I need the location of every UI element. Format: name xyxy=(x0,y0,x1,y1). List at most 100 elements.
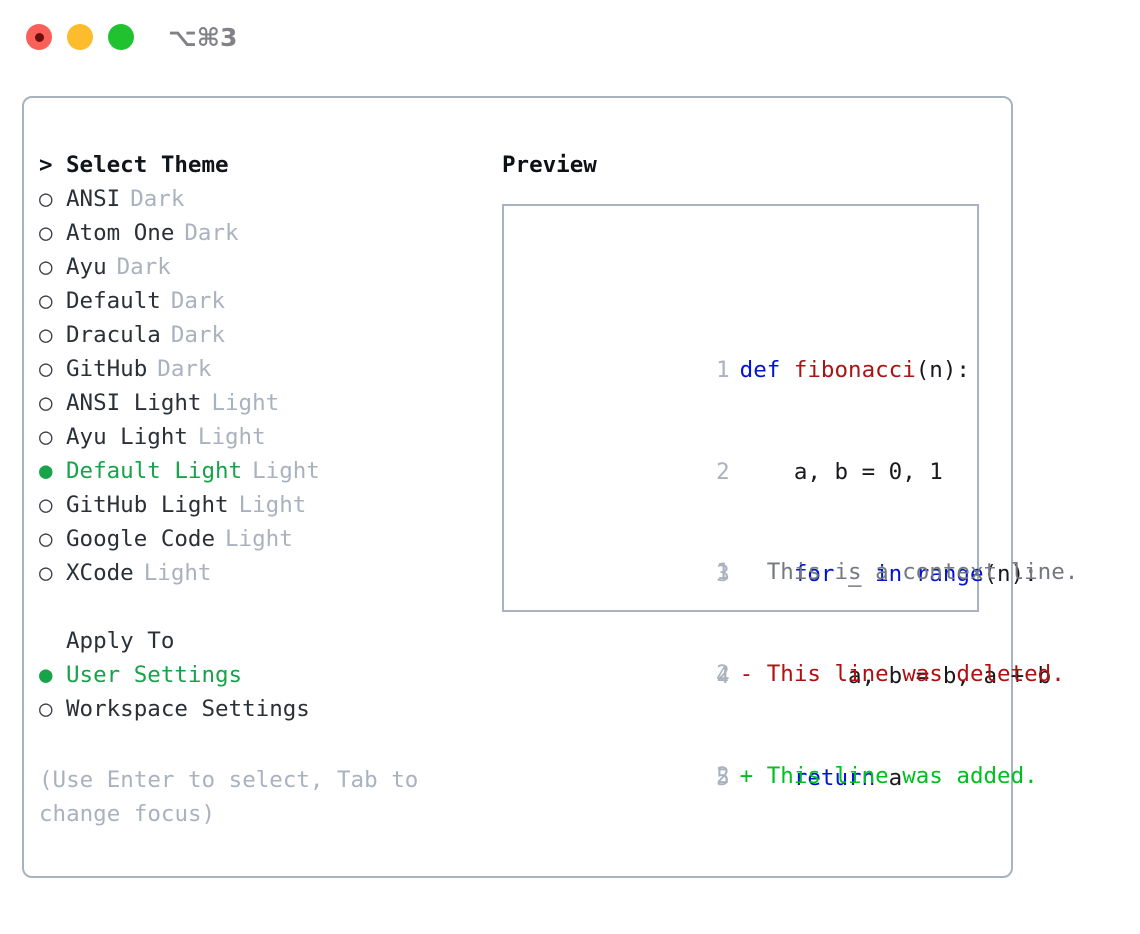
token-plain: a, b = b, a + b xyxy=(848,663,1052,689)
diff-gap xyxy=(753,661,767,687)
token-builtin: range xyxy=(915,561,984,587)
diff-text: This line was added. xyxy=(766,763,1038,789)
apply-to-option-label: User Settings xyxy=(66,662,243,688)
theme-name: GitHub xyxy=(66,356,148,382)
diff-sign xyxy=(740,559,754,585)
diff-gap xyxy=(753,763,767,789)
code-sample: 1 def fibonacci(n): 2 a, b = 0, 1 3 for _… xyxy=(518,251,1051,829)
apply-to-user-settings[interactable]: ● User Settings xyxy=(39,658,479,692)
radio-unselected-icon[interactable]: ○ xyxy=(39,696,53,722)
theme-item-default-dark[interactable]: ○ Default Dark xyxy=(39,284,479,318)
theme-mode-label: Dark xyxy=(116,254,171,280)
diff-line-added: 2+ This line was added. xyxy=(518,725,1078,789)
line-number: 3 xyxy=(716,561,730,587)
radio-selected-icon[interactable]: ● xyxy=(39,662,53,688)
theme-item-dracula-dark[interactable]: ○ Dracula Dark xyxy=(39,318,479,352)
caret-icon: > xyxy=(39,152,53,178)
line-number: 1 xyxy=(716,357,730,383)
diff-line-deleted: 2- This line was deleted. xyxy=(518,623,1078,687)
token-keyword: def xyxy=(739,357,781,383)
theme-item-google-code[interactable]: ○ Google Code Light xyxy=(39,522,479,556)
theme-mode-label: Light xyxy=(252,458,320,484)
theme-item-xcode[interactable]: ○ XCode Light xyxy=(39,556,479,590)
theme-item-ansi-dark[interactable]: ○ ANSI Dark xyxy=(39,182,479,216)
theme-name: Google Code xyxy=(66,526,216,552)
radio-unselected-icon[interactable]: ○ xyxy=(39,220,53,246)
code-line: 3 for _ in range(n): xyxy=(518,523,1051,587)
theme-mode-label: Light xyxy=(238,492,307,518)
theme-name: Ayu xyxy=(66,254,107,280)
line-number: 2 xyxy=(716,661,730,687)
diff-text: This line was deleted. xyxy=(766,661,1065,687)
theme-item-github-light[interactable]: ○ GitHub Light Light xyxy=(39,488,479,522)
radio-unselected-icon[interactable]: ○ xyxy=(39,390,53,416)
theme-mode-label: Light xyxy=(225,526,293,552)
select-theme-heading-label: Select Theme xyxy=(66,152,229,178)
theme-item-ansi-light[interactable]: ○ ANSI Light Light xyxy=(39,386,479,420)
theme-item-github-dark[interactable]: ○ GitHub Dark xyxy=(39,352,479,386)
keyboard-shortcut-label: ⌥⌘3 xyxy=(168,23,238,52)
radio-unselected-icon[interactable]: ○ xyxy=(39,322,53,348)
theme-mode-label: Dark xyxy=(130,186,185,212)
theme-mode-label: Light xyxy=(143,560,212,586)
theme-name: Default Light xyxy=(66,458,243,484)
preview-box: 1 def fibonacci(n): 2 a, b = 0, 1 3 for _… xyxy=(502,204,1078,791)
theme-mode-label: Dark xyxy=(170,288,226,314)
keyboard-hint-text: (Use Enter to select, Tab to change focu… xyxy=(39,767,419,827)
diff-gap xyxy=(753,559,767,585)
token-plain: _ xyxy=(834,561,876,587)
radio-unselected-icon[interactable]: ○ xyxy=(39,186,53,212)
theme-mode-label: Light xyxy=(211,390,280,416)
token-plain: a xyxy=(875,765,903,791)
radio-unselected-icon[interactable]: ○ xyxy=(39,492,53,518)
radio-unselected-icon[interactable]: ○ xyxy=(39,560,53,586)
diff-sign: - xyxy=(739,661,754,687)
token-function: fibonacci xyxy=(793,357,916,383)
theme-mode-label: Light xyxy=(197,424,266,450)
window-controls xyxy=(26,24,134,50)
code-line: 4 a, b = b, a + b xyxy=(518,625,1051,689)
theme-name: GitHub Light xyxy=(66,492,229,518)
apply-to-marker-placeholder: ○ xyxy=(39,624,66,658)
theme-mode-label: Dark xyxy=(157,356,212,382)
radio-unselected-icon[interactable]: ○ xyxy=(39,288,53,314)
radio-unselected-icon[interactable]: ○ xyxy=(39,526,53,552)
code-line: 1 def fibonacci(n): xyxy=(518,319,1051,383)
theme-name: Atom One xyxy=(66,220,175,246)
token-keyword: in xyxy=(875,561,903,587)
line-number: 5 xyxy=(716,765,730,791)
diff-text: This is a context line. xyxy=(766,559,1079,585)
diff-sample: 1 This is a context line. 2- This line w… xyxy=(518,453,1078,827)
theme-item-default-light[interactable]: ● Default Light Light xyxy=(39,454,479,488)
line-number: 2 xyxy=(716,763,730,789)
theme-item-ayu-dark[interactable]: ○ Ayu Dark xyxy=(39,250,479,284)
theme-name: Dracula xyxy=(66,322,161,348)
token-space xyxy=(780,357,794,383)
radio-unselected-icon[interactable]: ○ xyxy=(39,254,53,280)
title-bar: ⌥⌘3 xyxy=(0,0,1140,76)
radio-selected-icon[interactable]: ● xyxy=(39,458,53,484)
minimize-button[interactable] xyxy=(67,24,93,50)
select-theme-heading: > Select Theme xyxy=(39,148,479,182)
token-plain: (n): xyxy=(915,357,970,383)
token-keyword: return xyxy=(793,765,876,791)
maximize-button[interactable] xyxy=(108,24,134,50)
theme-mode-label: Dark xyxy=(184,220,239,246)
apply-to-workspace-settings[interactable]: ○ Workspace Settings xyxy=(39,692,479,726)
theme-name: ANSI xyxy=(66,186,121,212)
line-number: 4 xyxy=(716,663,730,689)
radio-unselected-icon[interactable]: ○ xyxy=(39,356,53,382)
radio-unselected-icon[interactable]: ○ xyxy=(39,424,53,450)
apply-to-heading: ○ Apply To xyxy=(39,624,479,658)
theme-item-atom-one-dark[interactable]: ○ Atom One Dark xyxy=(39,216,479,250)
theme-item-ayu-light[interactable]: ○ Ayu Light Light xyxy=(39,420,479,454)
close-button[interactable] xyxy=(26,24,52,50)
token-plain: a, b = 0, 1 xyxy=(793,459,943,485)
theme-list-column: > Select Theme ○ ANSI Dark ○ Atom One Da… xyxy=(39,148,479,726)
theme-mode-label: Dark xyxy=(170,322,226,348)
diff-line-context: 1 This is a context line. xyxy=(518,521,1078,585)
code-line: 2 a, b = 0, 1 xyxy=(518,421,1051,485)
theme-name: ANSI Light xyxy=(66,390,202,416)
